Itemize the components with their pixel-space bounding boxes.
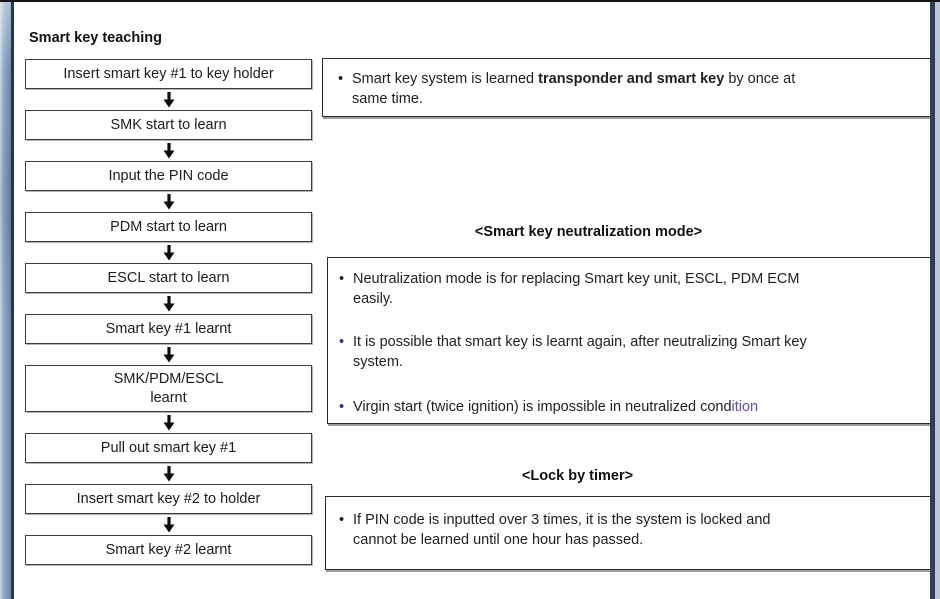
frame-top-line [0, 0, 940, 2]
intro-suffix: by once at [724, 71, 796, 87]
note-box-intro: • Smart key system is learned transponde… [322, 58, 931, 117]
intro-line2: same time. [352, 91, 423, 107]
bullet-icon: • [338, 71, 344, 87]
n3-text: Virgin start (twice ignition) is impossi… [353, 399, 732, 415]
flow-step-insert-key1: Insert smart key #1 to key holder [25, 59, 312, 89]
bullet-icon: • [339, 334, 345, 350]
frame-right-edge [935, 0, 940, 599]
down-arrow-icon [25, 463, 312, 484]
down-arrow-icon [25, 412, 312, 433]
lock-line1: If PIN code is inputted over 3 times, it… [353, 512, 771, 528]
n2-line2: system. [353, 354, 403, 370]
frame-left-strip [0, 0, 14, 599]
n3-text-blue: ition [731, 399, 759, 415]
flow-step-smk-learn: SMK start to learn [25, 110, 312, 140]
neutralization-bullet-3: • Virgin start (twice ignition) is impos… [339, 397, 920, 417]
down-arrow-icon [25, 514, 312, 535]
n1-line2: easily. [353, 291, 394, 307]
note-intro-bullet: • Smart key system is learned transponde… [338, 69, 920, 109]
flow-step-insert-key2: Insert smart key #2 to holder [25, 484, 312, 514]
note-box-lock-timer: • If PIN code is inputted over 3 times, … [325, 496, 931, 570]
flow-step-pin-code: Input the PIN code [25, 161, 312, 191]
lock-timer-text: If PIN code is inputted over 3 times, it… [353, 510, 770, 550]
flow-step-pull-out-key1: Pull out smart key #1 [25, 433, 312, 463]
note-intro-text: Smart key system is learned transponder … [352, 69, 795, 109]
flowchart: Insert smart key #1 to key holder SMK st… [25, 59, 312, 565]
flow-step-escl-learn: ESCL start to learn [25, 263, 312, 293]
heading-lock-by-timer: <Lock by timer> [521, 468, 634, 484]
down-arrow-icon [25, 140, 312, 161]
down-arrow-icon [25, 242, 312, 263]
down-arrow-icon [25, 293, 312, 314]
bullet-icon: • [339, 399, 345, 415]
n2-line1: It is possible that smart key is learnt … [353, 334, 807, 350]
neutralization-text-2: It is possible that smart key is learnt … [353, 332, 807, 372]
neutralization-bullet-2: • It is possible that smart key is learn… [339, 332, 920, 372]
neutralization-text-1: Neutralization mode is for replacing Sma… [353, 269, 799, 309]
page-title: Smart key teaching [29, 30, 162, 46]
lock-timer-bullet: • If PIN code is inputted over 3 times, … [339, 510, 920, 550]
intro-prefix: Smart key system is learned [352, 71, 539, 87]
bullet-icon: • [339, 271, 345, 287]
neutralization-bullet-1: • Neutralization mode is for replacing S… [339, 269, 920, 309]
neutralization-text-3: Virgin start (twice ignition) is impossi… [353, 397, 758, 417]
n1-line1: Neutralization mode is for replacing Sma… [353, 271, 800, 287]
note-box-neutralization: • Neutralization mode is for replacing S… [327, 257, 931, 424]
down-arrow-icon [25, 89, 312, 110]
frame-right-line [930, 0, 935, 599]
flow-step-pdm-learn: PDM start to learn [25, 212, 312, 242]
lock-line2: cannot be learned until one hour has pas… [353, 532, 644, 548]
down-arrow-icon [25, 344, 312, 365]
heading-neutralization-mode: <Smart key neutralization mode> [474, 224, 703, 240]
bullet-icon: • [339, 512, 345, 528]
flow-step-smk-pdm-escl-learnt: SMK/PDM/ESCL learnt [25, 365, 312, 412]
intro-bold: transponder and smart key [538, 71, 725, 87]
flow-step-key2-learnt: Smart key #2 learnt [25, 535, 312, 565]
flow-step-key1-learnt: Smart key #1 learnt [25, 314, 312, 344]
down-arrow-icon [25, 191, 312, 212]
